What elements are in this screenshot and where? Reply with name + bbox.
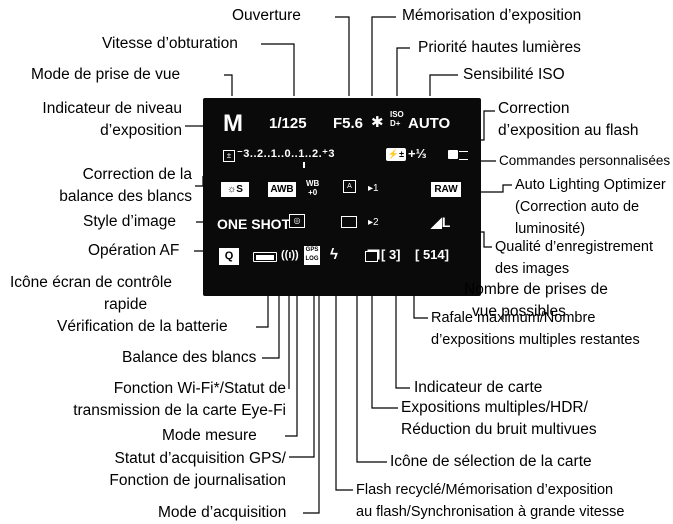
wb-mode-icon: AWB	[268, 182, 296, 197]
label-style-image: Style d’image	[83, 213, 177, 230]
label-gps-l2: Fonction de journalisation	[109, 472, 286, 489]
label-icone-ecran: Icône écran de contrôle rapide	[10, 272, 172, 316]
exposure-level-marker	[303, 162, 305, 168]
label-vitesse-obturation: Vitesse d’obturation	[102, 35, 238, 52]
label-correction-bb-l2: balance des blancs	[59, 188, 192, 205]
shutter-speed-value: 1/125	[269, 115, 307, 132]
label-expositions-multiples: Expositions multiples/HDR/ Réduction du …	[401, 397, 597, 441]
iso-label: ISO	[390, 110, 404, 119]
label-nombre-prises-l1: Nombre de prises de	[464, 281, 608, 298]
label-rafale-l1: Rafale maximum/Nombre	[431, 310, 596, 326]
af-operation-value: ONE SHOT	[217, 216, 291, 232]
label-indicateur-niveau: Indicateur de niveau d’exposition	[14, 98, 182, 142]
label-verification-batterie: Vérification de la batterie	[57, 318, 228, 335]
label-mode-mesure: Mode mesure	[162, 427, 257, 444]
gps-icon: GPS LOG	[304, 246, 320, 265]
exposure-comp-icon: ±	[223, 150, 235, 162]
drive-mode-icon	[341, 216, 357, 228]
label-flash-l1: Flash recyclé/Mémorisation d’exposition	[356, 482, 614, 498]
picture-style-icon: ☼S	[221, 182, 249, 197]
label-qualite-enregistrement: Qualité d’enregistrement des images	[495, 236, 653, 280]
label-alo-l1: Auto Lighting Optimizer	[515, 177, 666, 193]
label-indicateur-niveau-l2: d’exposition	[100, 122, 182, 139]
custom-controls-lines	[459, 151, 468, 160]
exposure-level-scale: ⁻3..2..1..0..1..2.⁺3	[237, 148, 336, 160]
card-slot-2-icon: ▸2	[368, 217, 379, 228]
label-flash-l2: au flash/Synchronisation à grande vitess…	[356, 504, 625, 520]
label-icone-ecran-l1: Icône écran de contrôle	[10, 274, 172, 291]
label-correction-bb-l1: Correction de la	[82, 166, 192, 183]
quick-control-icon: Q	[219, 248, 239, 265]
alo-icon: A	[343, 180, 356, 193]
flash-ready-icon: ϟ	[330, 246, 338, 263]
label-nombre-prises-l2: vue possibles	[472, 303, 566, 320]
label-balance-blancs: Balance des blancs	[122, 349, 257, 366]
label-auto-lighting-optimizer: Auto Lighting Optimizer (Correction auto…	[515, 174, 666, 240]
card-slot-1-icon: ▸1	[368, 183, 379, 194]
flash-comp-icon: ⚡±	[386, 148, 406, 161]
wifi-icon: ((ı))	[281, 249, 299, 261]
label-wifi-l2: transmission de la carte Eye-Fi	[73, 402, 286, 419]
label-multi-l2: Réduction du bruit multivues	[401, 421, 597, 438]
label-nombre-prises: Nombre de prises de vue possibles	[464, 279, 608, 323]
label-operation-af: Opération AF	[88, 242, 180, 259]
wb-shift-top: WB	[306, 179, 320, 188]
label-ouverture: Ouverture	[232, 7, 301, 24]
image-quality-icon: ◢L	[431, 214, 451, 230]
multi-exposure-icon	[365, 251, 378, 262]
label-rafale-maximum: Rafale maximum/Nombre d’expositions mult…	[431, 307, 640, 351]
label-gps-l1: Statut d’acquisition GPS/	[114, 450, 286, 467]
label-qualite-l1: Qualité d’enregistrement	[495, 239, 653, 255]
label-icone-ecran-l2: rapide	[104, 296, 148, 313]
label-statut-gps: Statut d’acquisition GPS/ Fonction de jo…	[40, 448, 286, 492]
shooting-mode-value: M	[223, 110, 243, 137]
label-correction-bb: Correction de la balance des blancs	[14, 164, 192, 208]
label-wifi-l1: Fonction Wi-Fi*/Statut de	[113, 380, 286, 397]
metering-mode-icon: ◎	[289, 214, 305, 228]
highlight-priority-label: D+	[390, 119, 401, 128]
label-fonction-wifi: Fonction Wi-Fi*/Statut de transmission d…	[40, 378, 286, 422]
ae-lock-icon: ✱	[371, 114, 384, 131]
label-indicateur-carte: Indicateur de carte	[414, 379, 543, 396]
label-selection-carte: Icône de sélection de la carte	[390, 453, 592, 470]
label-flash-recycle: Flash recyclé/Mémorisation d’exposition …	[356, 479, 624, 523]
max-burst-value: [ 3]	[381, 247, 401, 262]
battery-icon	[253, 252, 277, 262]
label-mode-acquisition: Mode d’acquisition	[158, 504, 287, 521]
camera-lcd-screen: M 1/125 F5.6 ✱ ISO D+ AUTO ± ⁻3..2..1..0…	[203, 98, 481, 296]
wb-shift-bottom: +0	[308, 188, 318, 197]
label-correction-flash: Correction d’exposition au flash	[498, 98, 638, 142]
label-memorisation-exposition: Mémorisation d’exposition	[402, 7, 582, 24]
label-alo-l3: luminosité)	[515, 221, 586, 237]
flash-comp-value: +⅓	[408, 146, 427, 161]
raw-icon: RAW	[431, 182, 461, 197]
aperture-value: F5.6	[333, 115, 364, 132]
label-qualite-l2: des images	[495, 261, 570, 277]
label-rafale-l2: d’expositions multiples restantes	[431, 332, 640, 348]
label-mode-prise-de-vue: Mode de prise de vue	[31, 66, 181, 83]
label-priorite-hautes-lumieres: Priorité hautes lumières	[418, 39, 581, 56]
label-commandes-personnalisees: Commandes personnalisées	[499, 153, 671, 168]
label-sensibilite-iso: Sensibilité ISO	[463, 66, 565, 83]
iso-icon: ISO D+	[390, 110, 404, 128]
iso-value: AUTO	[408, 115, 451, 132]
shots-remaining-value: [ 514]	[415, 247, 449, 262]
label-correction-flash-l2: d’exposition au flash	[498, 122, 639, 139]
label-correction-flash-l1: Correction	[498, 100, 570, 117]
gps-top: GPS	[305, 247, 319, 253]
custom-controls-icon	[448, 150, 458, 159]
label-multi-l1: Expositions multiples/HDR/	[401, 399, 588, 416]
wb-shift-icon: WB +0	[306, 179, 319, 197]
label-alo-l2: (Correction auto de	[515, 199, 640, 215]
battery-fill	[256, 255, 274, 260]
gps-bottom: LOG	[305, 256, 319, 262]
label-indicateur-niveau-l1: Indicateur de niveau	[42, 100, 182, 117]
